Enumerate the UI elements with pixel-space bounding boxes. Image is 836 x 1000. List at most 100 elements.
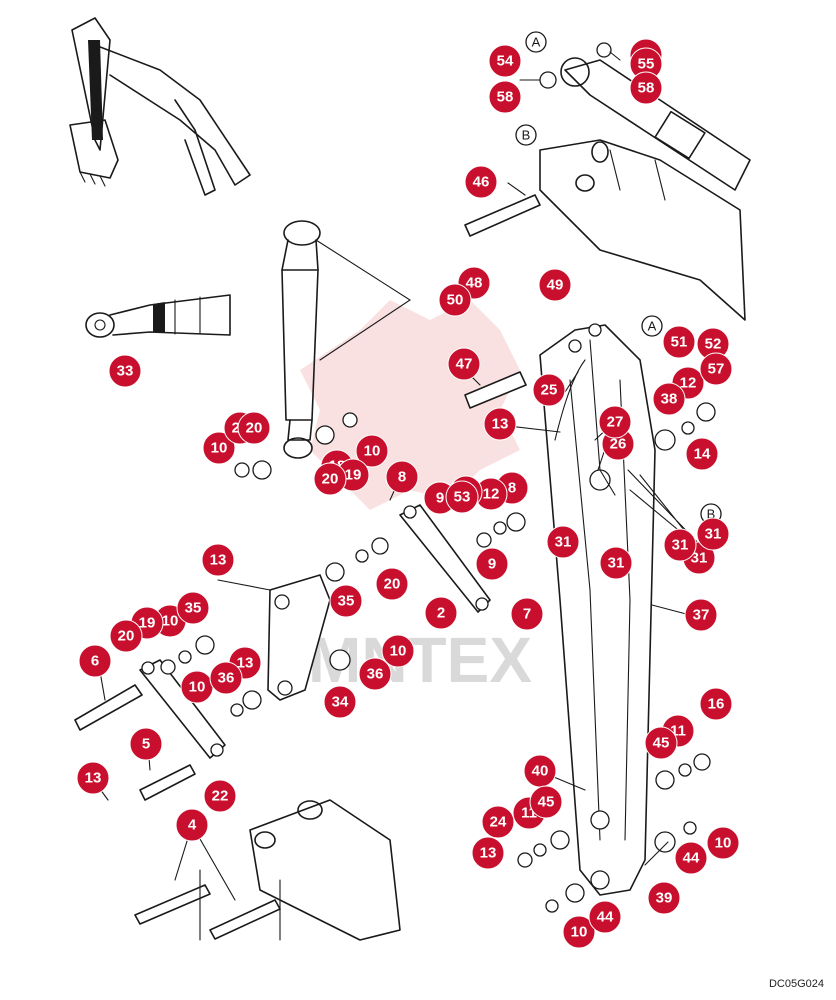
callout-badge[interactable]: 13	[471, 836, 505, 870]
svg-text:37[interactable]: 37	[693, 607, 710, 624]
callout-badge[interactable]: 13	[483, 407, 517, 441]
svg-text:22[interactable]: 22	[212, 788, 229, 805]
svg-text:55[interactable]: 55	[638, 56, 655, 73]
callout-badge[interactable]: 7	[510, 597, 544, 631]
callout-badge[interactable]: 31	[599, 546, 633, 580]
svg-text:45[interactable]: 45	[538, 794, 555, 811]
svg-text:13[interactable]: 13	[237, 655, 254, 672]
svg-text:20[interactable]: 20	[118, 628, 135, 645]
svg-text:47[interactable]: 47	[456, 356, 473, 373]
svg-text:13[interactable]: 13	[210, 552, 227, 569]
svg-text:36[interactable]: 36	[218, 670, 235, 687]
callout-badge[interactable]: 22	[203, 779, 237, 813]
callout-badge[interactable]: 10	[562, 915, 596, 949]
callout-badge[interactable]: 45	[644, 726, 678, 760]
svg-text:58[interactable]: 58	[638, 80, 655, 97]
callout-badge[interactable]: 10	[180, 670, 214, 704]
svg-text:16[interactable]: 16	[708, 696, 725, 713]
svg-text:35[interactable]: 35	[338, 593, 355, 610]
callout-badge[interactable]: 34	[323, 685, 357, 719]
callout-badge[interactable]: 10	[355, 434, 389, 468]
svg-text:8[interactable]: 8	[508, 480, 516, 497]
callout-badge[interactable]: 36	[358, 657, 392, 691]
svg-text:9[interactable]: 9	[436, 490, 444, 507]
svg-text:9[interactable]: 9	[488, 556, 496, 573]
svg-text:50[interactable]: 50	[447, 292, 464, 309]
callout-badge[interactable]: 33	[108, 354, 142, 388]
svg-text:20[interactable]: 20	[384, 576, 401, 593]
callout-badge[interactable]: 52	[696, 327, 730, 361]
svg-text:52[interactable]: 52	[705, 336, 722, 353]
svg-text:27[interactable]: 27	[607, 414, 624, 431]
callout-badge[interactable]: 45	[529, 785, 563, 819]
callout-badge[interactable]: 20	[375, 567, 409, 601]
svg-text:57[interactable]: 57	[708, 361, 725, 378]
callout-badge[interactable]: 51	[662, 325, 696, 359]
svg-text:5[interactable]: 5	[142, 736, 150, 753]
svg-text:31[interactable]: 31	[555, 534, 572, 551]
callout-badge[interactable]: 39	[647, 881, 681, 915]
svg-text:10[interactable]: 10	[715, 835, 732, 852]
callout-badge[interactable]: 58	[629, 71, 663, 105]
svg-text:31[interactable]: 31	[608, 555, 625, 572]
callout-badge[interactable]: 35	[329, 584, 363, 618]
callout-badge[interactable]: 31	[696, 517, 730, 551]
callout-badge[interactable]: 5	[129, 727, 163, 761]
svg-text:38[interactable]: 38	[661, 391, 678, 408]
callout-badge[interactable]: 37	[684, 598, 718, 632]
callout-badge[interactable]: 20	[109, 619, 143, 653]
svg-text:31[interactable]: 31	[691, 550, 708, 567]
svg-text:7[interactable]: 7	[523, 606, 531, 623]
svg-text:10[interactable]: 10	[364, 443, 381, 460]
callout-badge[interactable]: 36	[209, 661, 243, 695]
callout-badge[interactable]: 25	[532, 373, 566, 407]
svg-text:58[interactable]: 58	[497, 89, 514, 106]
callout-badge[interactable]: 47	[447, 347, 481, 381]
svg-text:20[interactable]: 20	[322, 471, 339, 488]
callout-badge[interactable]: 4	[175, 808, 209, 842]
svg-text:44[interactable]: 44	[597, 909, 614, 926]
svg-text:46[interactable]: 46	[473, 174, 490, 191]
svg-text:6[interactable]: 6	[91, 653, 99, 670]
svg-text:39[interactable]: 39	[656, 890, 673, 907]
svg-text:35[interactable]: 35	[185, 600, 202, 617]
callout-badge[interactable]: 55	[629, 47, 663, 81]
svg-text:54[interactable]: 54	[497, 53, 514, 70]
callout-badge[interactable]: 20	[237, 411, 271, 445]
callout-badge[interactable]: 2	[424, 596, 458, 630]
callout-badge[interactable]: 10	[202, 431, 236, 465]
callout-badge[interactable]: 14	[685, 437, 719, 471]
callout-badge[interactable]: 9	[475, 547, 509, 581]
svg-text:4[interactable]: 4	[188, 817, 197, 834]
svg-text:12[interactable]: 12	[680, 375, 697, 392]
svg-text:10[interactable]: 10	[211, 440, 228, 457]
svg-text:44[interactable]: 44	[683, 850, 700, 867]
svg-text:53[interactable]: 53	[454, 489, 471, 506]
callout-badge[interactable]: 8	[385, 460, 419, 494]
svg-text:26[interactable]: 26	[610, 436, 627, 453]
svg-text:10[interactable]: 10	[189, 679, 206, 696]
callout-badge[interactable]: 16	[699, 687, 733, 721]
svg-text:10[interactable]: 10	[390, 643, 407, 660]
svg-text:36[interactable]: 36	[367, 666, 384, 683]
svg-text:8[interactable]: 8	[398, 469, 406, 486]
svg-text:19[interactable]: 19	[345, 467, 362, 484]
callout-badge[interactable]: 24	[481, 805, 515, 839]
callout-badge[interactable]: 53	[445, 480, 479, 514]
callout-badge[interactable]: 31	[546, 525, 580, 559]
callout-badge[interactable]: 10	[706, 826, 740, 860]
svg-text:13[interactable]: 13	[492, 416, 509, 433]
svg-text:19[interactable]: 19	[139, 615, 156, 632]
callout-badge[interactable]: 10	[381, 634, 415, 668]
callout-badge[interactable]: 58	[488, 80, 522, 114]
svg-text:33[interactable]: 33	[117, 363, 134, 380]
svg-text:25[interactable]: 25	[541, 382, 558, 399]
callout-badge[interactable]: 27	[598, 405, 632, 439]
svg-text:10[interactable]: 10	[571, 924, 588, 941]
callout-badge[interactable]: 13	[201, 543, 235, 577]
svg-text:13[interactable]: 13	[85, 770, 102, 787]
svg-text:40[interactable]: 40	[532, 763, 549, 780]
callout-badge[interactable]: 13	[76, 761, 110, 795]
svg-text:48[interactable]: 48	[466, 275, 483, 292]
callout-badge[interactable]: 57	[699, 352, 733, 386]
